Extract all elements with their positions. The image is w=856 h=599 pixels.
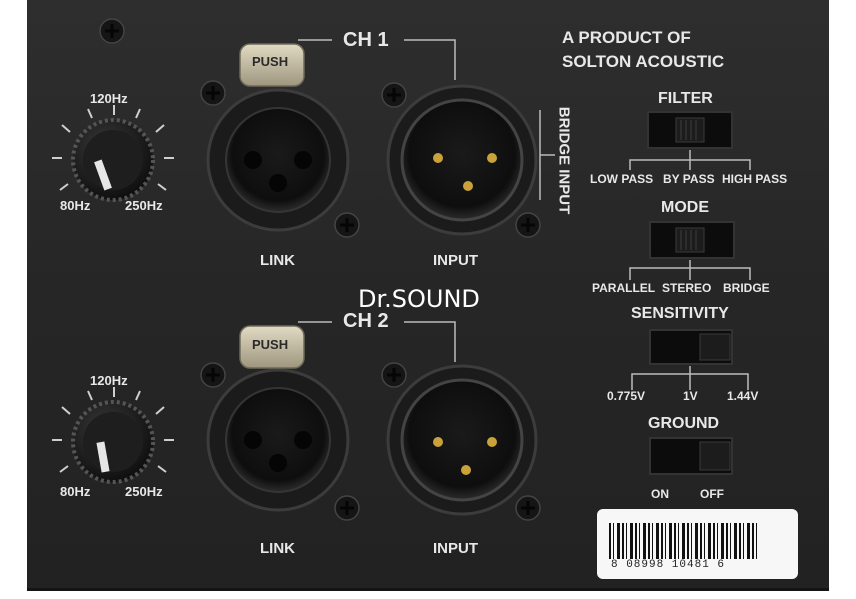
ch1-push-label: PUSH — [252, 54, 289, 69]
sensitivity-switch[interactable] — [649, 329, 733, 365]
ch2-push-tab[interactable] — [239, 325, 305, 369]
ground-option-on: ON — [651, 487, 669, 501]
ch2-knob-top-label: 120Hz — [90, 373, 128, 388]
ch2-bracket — [298, 321, 456, 362]
ch2-push-label: PUSH — [252, 337, 289, 352]
panel-screw — [514, 211, 542, 239]
sensitivity-option-144v: 1.44V — [727, 389, 759, 403]
filter-option-high-pass: HIGH PASS — [722, 172, 788, 186]
ch2-title: CH 2 — [343, 310, 389, 332]
ch2-crossover-knob[interactable] — [52, 387, 174, 484]
filter-option-by-pass: BY PASS — [663, 172, 715, 186]
pin — [461, 465, 471, 475]
ch2-knob-left-label: 80Hz — [60, 484, 91, 499]
pin — [433, 437, 443, 447]
brand-line-2: SOLTON ACOUSTIC — [562, 52, 725, 71]
barcode-bars — [609, 523, 759, 559]
ch1-knob-right-label: 250Hz — [125, 198, 163, 213]
bridge-input-label: BRIDGE INPUT — [555, 106, 573, 215]
watermark: Dr.SOUND — [358, 285, 480, 313]
pin — [487, 153, 497, 163]
sensitivity-title: SENSITIVITY — [631, 305, 729, 322]
panel-screw — [98, 17, 126, 45]
filter-title: FILTER — [658, 90, 713, 107]
ch1-crossover-knob[interactable] — [52, 105, 174, 202]
sensitivity-option-0775v: 0.775V — [607, 389, 646, 403]
filter-bracket — [629, 150, 751, 170]
brand-line-1: A PRODUCT OF — [562, 28, 691, 47]
bridge-bracket — [539, 110, 555, 200]
panel-screw — [380, 81, 408, 109]
pin — [433, 153, 443, 163]
barcode-sticker: 8 08998 10481 6 — [597, 509, 798, 579]
ch1-knob-top-label: 120Hz — [90, 91, 128, 106]
filter-option-low-pass: LOW PASS — [590, 172, 654, 186]
panel-screw — [199, 79, 227, 107]
ch1-input-label: INPUT — [433, 252, 478, 269]
panel-screw — [199, 361, 227, 389]
ch1-title: CH 1 — [343, 29, 389, 51]
mode-option-bridge: BRIDGE — [723, 281, 770, 295]
mode-switch[interactable] — [649, 221, 735, 259]
panel-screw — [514, 494, 542, 522]
ch2-input-label: INPUT — [433, 540, 478, 557]
ch1-knob-left-label: 80Hz — [60, 198, 91, 213]
mode-option-stereo: STEREO — [662, 281, 712, 295]
pin — [463, 181, 473, 191]
ground-switch[interactable] — [649, 437, 733, 475]
pin — [487, 437, 497, 447]
pin-hole — [294, 431, 312, 449]
ch2-link-label: LINK — [260, 540, 295, 557]
filter-switch[interactable] — [647, 111, 733, 149]
mode-bracket — [629, 260, 751, 280]
pin-hole — [244, 431, 262, 449]
ch1-bracket — [298, 39, 456, 80]
sensitivity-option-1v: 1V — [683, 389, 698, 403]
barcode-number: 8 08998 10481 6 — [611, 559, 726, 571]
pin-hole — [269, 454, 287, 472]
pin-hole — [244, 151, 262, 169]
ground-title: GROUND — [648, 415, 720, 432]
ch2-knob-right-label: 250Hz — [125, 484, 163, 499]
mode-title: MODE — [661, 199, 709, 216]
sensitivity-bracket — [631, 366, 749, 390]
panel-screw — [333, 211, 361, 239]
mode-option-parallel: PARALLEL — [592, 281, 656, 295]
panel-screw — [380, 361, 408, 389]
panel-screw — [333, 494, 361, 522]
ch1-link-label: LINK — [260, 252, 295, 269]
pin-hole — [269, 174, 287, 192]
ground-option-off: OFF — [700, 487, 724, 501]
ch1-push-tab[interactable] — [239, 43, 305, 87]
pin-hole — [294, 151, 312, 169]
